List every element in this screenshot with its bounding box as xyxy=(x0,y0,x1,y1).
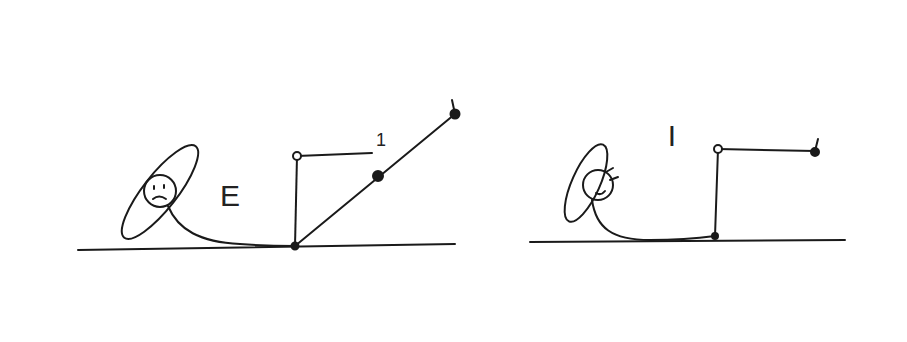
pivot-dot xyxy=(712,233,718,239)
head xyxy=(144,175,176,207)
joint-dot xyxy=(293,152,301,160)
joint-dot xyxy=(714,145,722,153)
pivot-dot xyxy=(292,243,299,250)
diagonal-rod xyxy=(295,114,455,246)
eyes xyxy=(154,185,164,189)
letter-label: E xyxy=(220,181,240,211)
vertical-rod xyxy=(715,149,718,236)
frown-mouth xyxy=(153,197,166,200)
head-halo xyxy=(556,139,616,227)
horizontal-rod xyxy=(297,153,372,156)
eyes xyxy=(606,168,618,180)
joint-dot xyxy=(811,148,819,156)
head-halo xyxy=(111,136,209,248)
joint-dot xyxy=(373,171,383,181)
ground-line xyxy=(530,240,845,242)
body-string xyxy=(168,206,295,246)
body-string xyxy=(592,200,715,240)
vertical-rod xyxy=(295,156,297,246)
smile-mouth xyxy=(596,191,605,194)
head xyxy=(583,170,613,200)
joint-dot xyxy=(451,110,460,119)
horizontal-rod xyxy=(718,149,815,151)
letter-label: 1 xyxy=(376,131,386,149)
letter-label: I xyxy=(668,121,676,151)
